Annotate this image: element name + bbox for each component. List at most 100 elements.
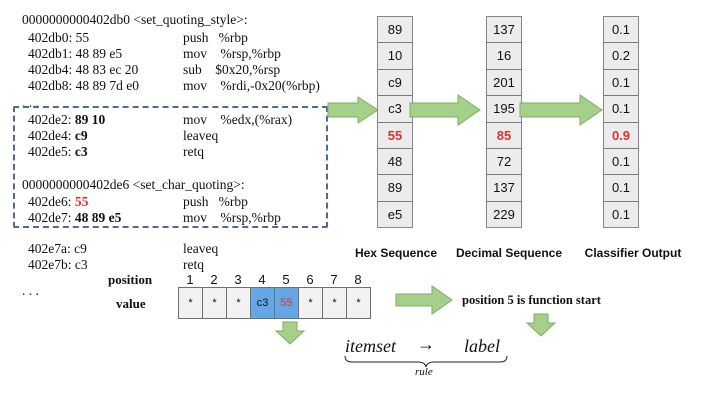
hex-cell: c9 [378,68,412,96]
value-cell: * [178,287,203,319]
decimal-cell: 85 [487,121,521,148]
asm-text: c3 [74,144,88,159]
value-label: value [116,296,146,311]
hex-column-label: Hex Sequence [354,246,438,260]
asm-instruction: mov %edx,(%rax) [183,112,293,127]
hex-cell: e5 [378,200,412,228]
asm-text: 402db0: 55 [28,30,90,45]
asm-text: 402de7: [28,210,75,225]
asm-line: 402de5: c3 [28,144,88,160]
asm-instruction: retq [183,144,204,159]
position-number: 4 [258,272,266,287]
value-cell: * [298,287,323,319]
hex-cell: c3 [378,95,412,122]
hex-cell: 10 [378,42,412,69]
asm-line: . . . [22,95,39,111]
arrow-down-to-label [525,313,557,337]
asm-text: 55 [74,194,89,209]
asm-line: 0000000000402de6 <set_char_quoting>: [22,177,245,193]
asm-instruction: mov %rsp,%rbp [183,46,281,61]
asm-text: 402de6: [28,194,75,209]
boundary-dashed-box [13,106,328,228]
asm-text: 402de2: [28,112,75,127]
hex-cell: 89 [378,17,412,43]
asm-instruction: leaveq [183,128,219,143]
decimal-cell: 201 [487,68,521,96]
classifier-cell: 0.1 [604,147,638,175]
asm-instruction: mov %rsp,%rbp [183,210,281,225]
asm-text: . . . [22,283,39,298]
decimal-cell: 72 [487,147,521,175]
rule-label: label [464,336,500,356]
asm-instruction: push %rbp [183,194,248,209]
arrow-code-to-hex [327,96,379,124]
position-number: 2 [210,272,218,287]
asm-line: 0000000000402db0 <set_quoting_style>: [22,12,248,28]
asm-text: 0000000000402db0 <set_quoting_style>: [22,12,248,27]
position-number: 1 [186,272,194,287]
classifier-column-label: Classifier Output [584,246,682,260]
arrow-decimal-to-classifier [519,94,603,126]
hex-cell: 55 [378,121,412,148]
asm-line: 402e7a: c9 [28,241,87,257]
asm-text: 402de4: [28,128,75,143]
asm-line: 402db1: 48 89 e5 [28,46,122,62]
value-cell: * [202,287,227,319]
rule-arrow: → [417,334,435,354]
hex-cell: 89 [378,174,412,201]
asm-instruction: mov %rdi,-0x20(%rbp) [183,78,320,93]
arrow-sequence-to-result [395,285,453,315]
asm-text: 89 10 [74,112,106,127]
value-cell: c3 [250,287,275,319]
decimal-cell: 16 [487,42,521,69]
decimal-cell: 137 [487,174,521,201]
asm-line: 402de4: c9 [28,128,88,144]
asm-text: 0000000000402de6 <set_char_quoting>: [22,177,245,192]
asm-line: 402db8: 48 89 7d e0 [28,78,139,94]
position-number: 6 [306,272,314,287]
classifier-cell: 0.1 [604,200,638,228]
asm-text: 48 89 e5 [74,210,122,225]
classifier-cell: 0.1 [604,174,638,201]
classifier-cell: 0.1 [604,68,638,96]
asm-instruction: leaveq [183,241,219,256]
asm-line: 402db4: 48 83 ec 20 [28,62,138,78]
rule-itemset: itemset [345,336,396,356]
classifier-cell: 0.2 [604,42,638,69]
asm-text: 402e7a: c9 [28,241,87,256]
asm-text: 402db4: 48 83 ec 20 [28,62,139,77]
asm-line: 402db0: 55 [28,30,89,46]
asm-text: 402e7b: c3 [28,257,88,272]
decimal-cell: 137 [487,17,521,43]
position-number: 8 [354,272,362,287]
asm-instruction: push %rbp [183,30,248,45]
asm-line: 402de6: 55 [28,194,88,210]
asm-text: 402db8: 48 89 7d e0 [28,78,139,93]
asm-line: 402e7b: c3 [28,257,88,273]
value-cell: * [346,287,371,319]
position-number: 3 [234,272,242,287]
value-cell: 55 [274,287,299,319]
asm-text: c9 [74,128,88,143]
value-cell: * [226,287,251,319]
asm-line: 402de2: 89 10 [28,112,105,128]
decimal-cell: 195 [487,95,521,122]
asm-text: . . . [22,95,39,110]
value-cell: * [322,287,347,319]
position-number: 5 [282,272,290,287]
asm-text: 402db1: 48 89 e5 [28,46,123,61]
arrow-down-to-itemset [274,321,306,345]
asm-line: . . . [22,283,39,299]
arrow-hex-to-decimal [409,94,481,126]
asm-line: 402de7: 48 89 e5 [28,210,121,226]
decimal-cell: 229 [487,200,521,228]
result-text: position 5 is function start [462,293,601,307]
hex-cell: 48 [378,147,412,175]
position-label: position [108,272,153,287]
asm-instruction: sub $0x20,%rsp [183,62,281,77]
classifier-cell: 0.1 [604,95,638,122]
classifier-cell: 0.9 [604,121,638,148]
